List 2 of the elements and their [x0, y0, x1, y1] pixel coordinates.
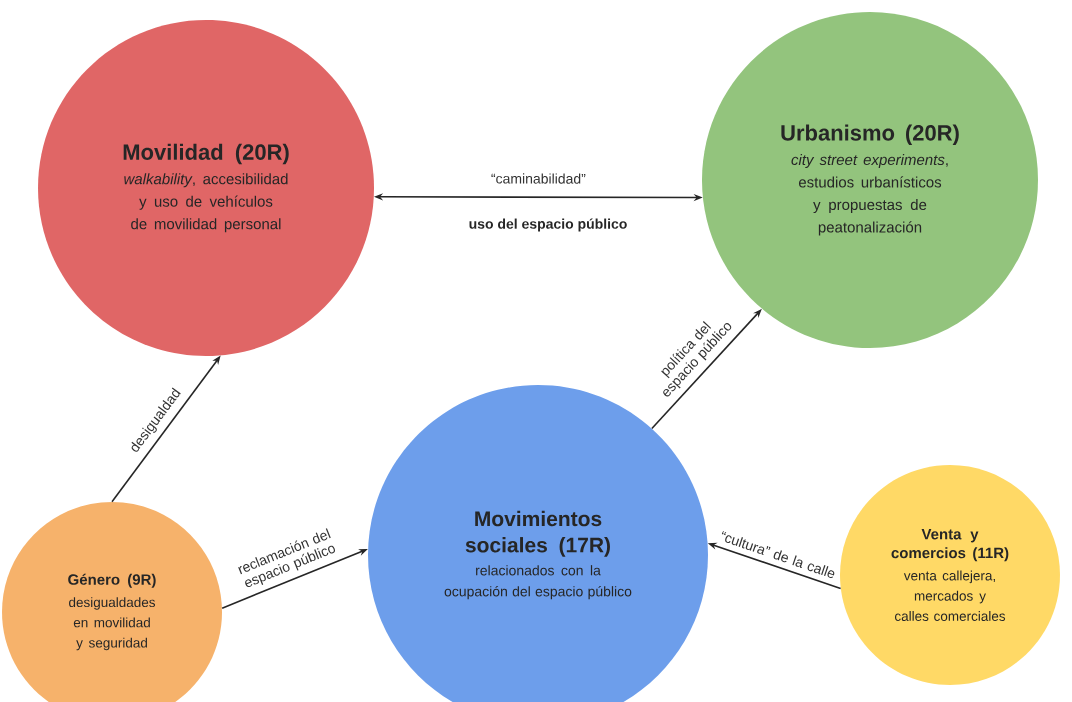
annotation-text: uso del espacio público [469, 218, 627, 232]
edge-label: “caminabilidad” [491, 173, 586, 184]
